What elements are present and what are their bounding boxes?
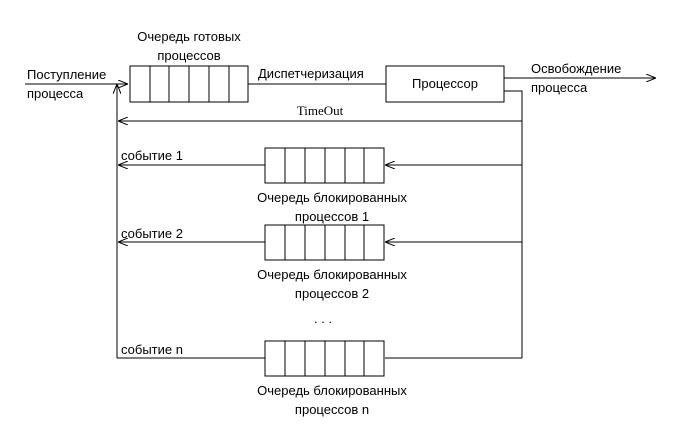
processor-box: [385, 65, 505, 103]
blocked-queue-1-label-line2: процессов 1: [295, 209, 369, 224]
release-label-line2: процесса: [531, 80, 588, 95]
timeout-label: TimeOut: [297, 103, 344, 118]
arrival-label-line1: Поступление: [27, 67, 106, 82]
arrival-label-line2: процесса: [27, 86, 84, 101]
ellipsis: . . .: [314, 311, 332, 326]
event-2-label: событие 2: [121, 226, 183, 241]
blocked-queue-n-label-line2: процессов n: [295, 402, 369, 417]
dispatch-label: Диспетчеризация: [258, 66, 364, 81]
ready-queue-label-line1: Очередь готовых: [137, 29, 241, 44]
blocked-queue-2: [264, 224, 385, 261]
ready-queue-label-line2: процессов: [157, 48, 220, 63]
processor-label: Процессор: [412, 76, 478, 91]
blocked-queue-n-label-line1: Очередь блокированных: [257, 383, 407, 398]
blocked-queue-1-label-line1: Очередь блокированных: [257, 190, 407, 205]
release-label-line1: Освобождение: [531, 61, 621, 76]
blocked-queue-n: [264, 340, 385, 377]
blocked-queue-2-label-line1: Очередь блокированных: [257, 267, 407, 282]
event-n-label: событие n: [121, 342, 183, 357]
blocked-queue-2-label-line2: процессов 2: [295, 286, 369, 301]
event-1-label: событие 1: [121, 148, 183, 163]
ready-queue: [129, 65, 249, 103]
processor-return-line: [504, 90, 523, 358]
blocked-queue-1: [264, 147, 385, 184]
